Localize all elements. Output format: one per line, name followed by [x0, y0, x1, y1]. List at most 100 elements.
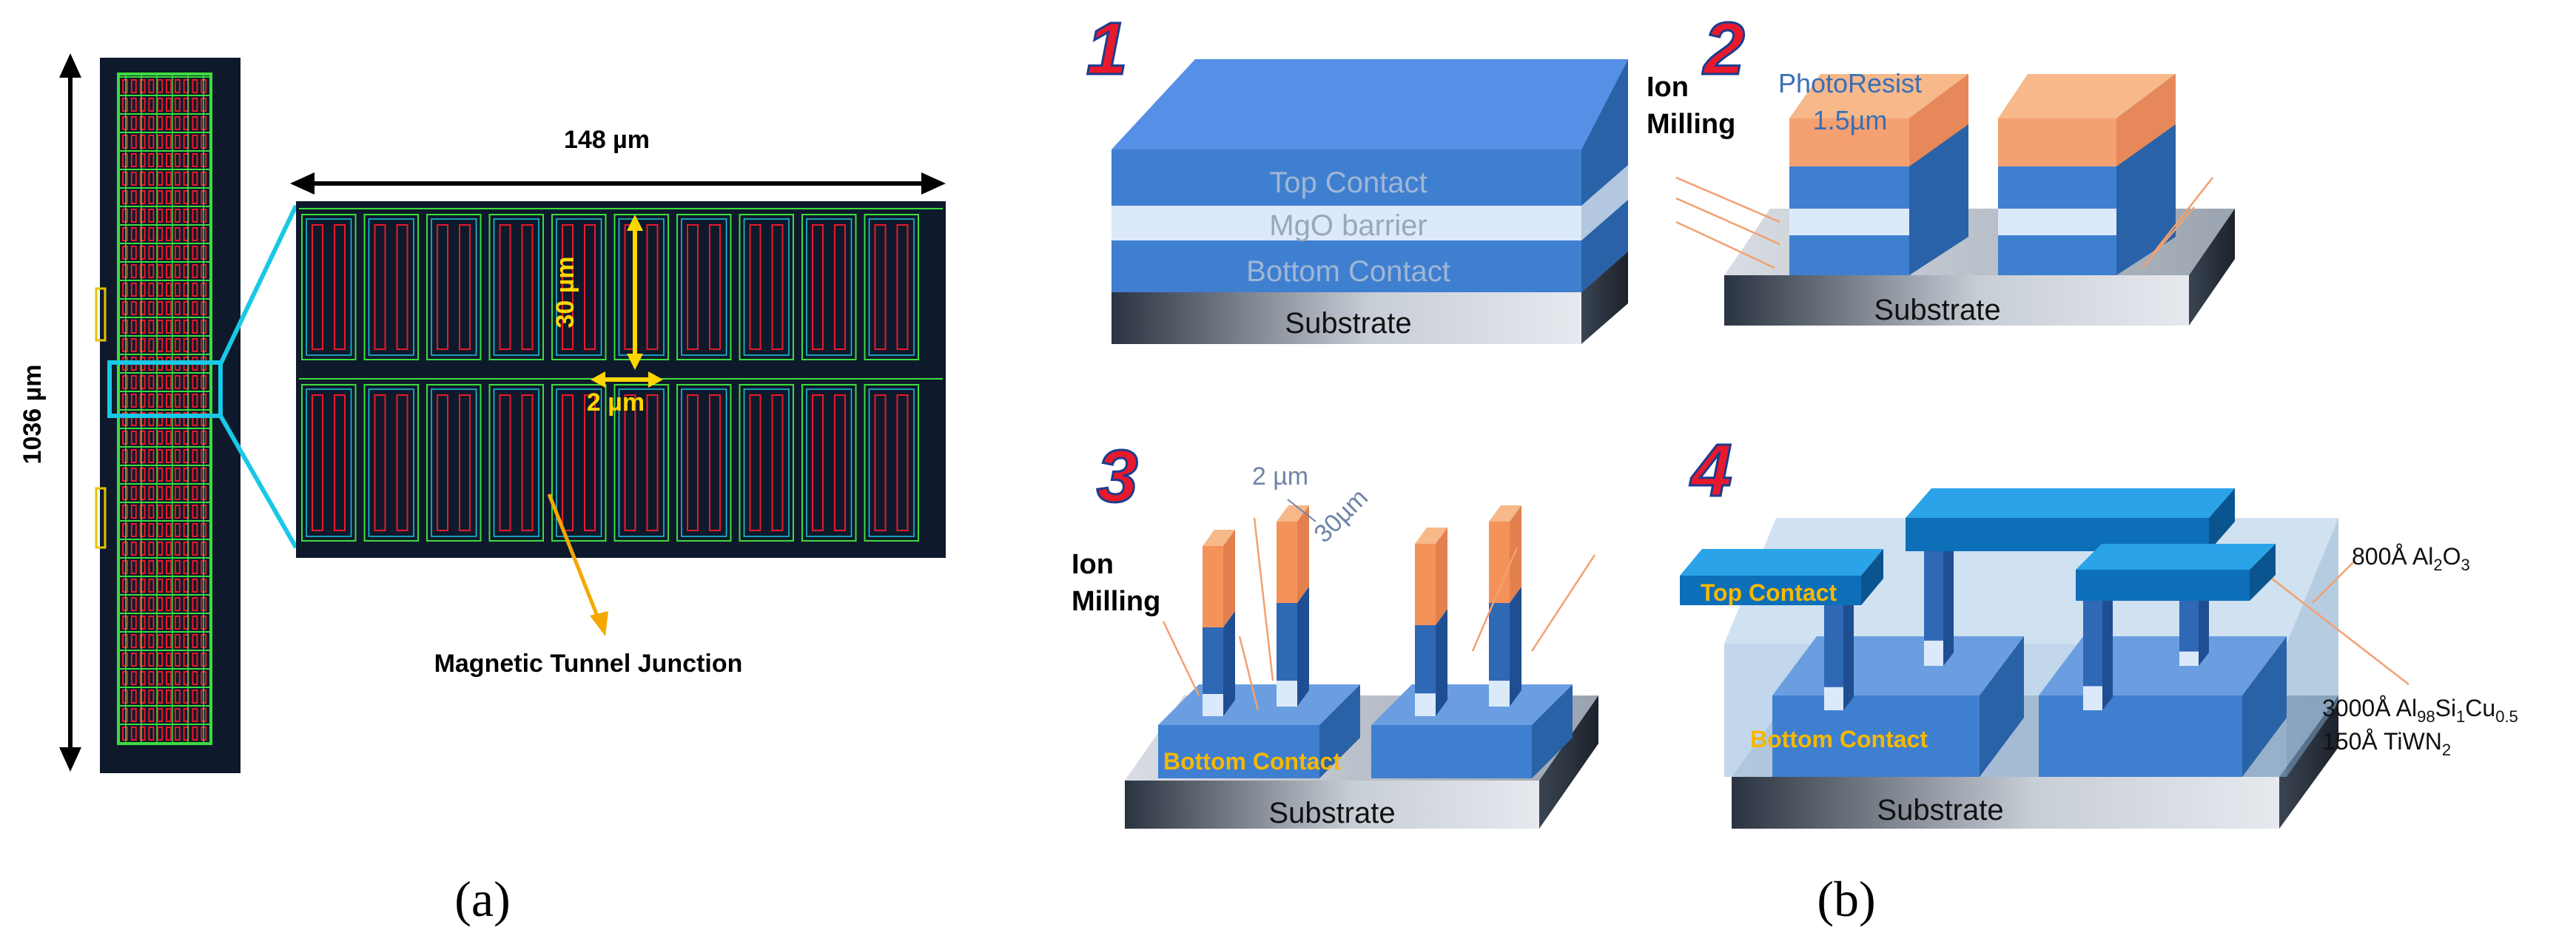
step-3-ion-rays [1162, 517, 1596, 711]
strip-junction [166, 227, 172, 241]
yellow-arrow-right-icon [648, 371, 663, 388]
step-3-pillar-resist [1415, 544, 1436, 625]
step-4-pillars [1824, 538, 2209, 710]
step-4-pillar-contact [1824, 605, 1843, 687]
strip-junction [192, 338, 198, 352]
step-1-top-contact-label: Top Contact [1269, 166, 1427, 199]
strip-junction [130, 616, 137, 630]
strip-junction [166, 727, 172, 741]
zoom-cell-outline [301, 214, 357, 360]
strip-junction [122, 542, 128, 556]
step-1: 1 Top Contact MgO barrier Bottom Contact… [1086, 7, 1628, 344]
step-3-substrate-label: Substrate [1268, 797, 1395, 829]
strip-junction [122, 431, 128, 445]
step-2-ion-label-line1: Ion [1647, 72, 1689, 103]
strip-junction [139, 320, 146, 334]
strip-junction [166, 283, 172, 297]
strip-junction [157, 190, 164, 204]
zoom-junction [334, 224, 346, 350]
zoom-junction [874, 224, 887, 350]
zoom-cell-outline [551, 384, 607, 542]
strip-junction [157, 708, 164, 722]
zoomed-junction-grid [299, 208, 943, 542]
zoom-junction [687, 394, 699, 531]
strip-junction [166, 135, 172, 149]
strip-junction [192, 542, 198, 556]
strip-junction [192, 523, 198, 537]
strip-junction [139, 394, 146, 408]
strip-junction [148, 283, 155, 297]
length-label: 30 µm [551, 256, 579, 328]
strip-junction [174, 209, 181, 223]
strip-junction [148, 209, 155, 223]
strip-junction [174, 227, 181, 241]
strip-junction [130, 283, 137, 297]
zoom-junction [334, 394, 346, 531]
strip-junction [122, 560, 128, 574]
strip-junction [174, 116, 181, 130]
strip-junction [166, 634, 172, 648]
strip-junction [130, 505, 137, 519]
strip-junction [130, 264, 137, 278]
strip-junction [122, 412, 128, 426]
strip-junction [122, 116, 128, 130]
strip-junction [122, 227, 128, 241]
strip-junction [166, 301, 172, 315]
zoomed-layout: 30 µm 2 µm [296, 201, 946, 558]
strip-junction [166, 486, 172, 500]
zoom-cell-outline [613, 214, 669, 360]
strip-junction [192, 172, 198, 186]
strip-junction [122, 579, 128, 593]
zoom-cell-outline [801, 214, 857, 360]
strip-junction [130, 394, 137, 408]
step-2-number: 2 [1702, 7, 1745, 90]
strip-junction [192, 264, 198, 278]
zoom-junction [562, 224, 574, 350]
strip-junction [174, 468, 181, 482]
zoom-cell-inner [868, 218, 915, 356]
strip-junction [157, 283, 164, 297]
step-4-pillar-contact [2083, 601, 2102, 687]
strip-junction [166, 412, 172, 426]
strip-junction [139, 338, 146, 352]
step-3-pillar-contact [1489, 603, 1510, 681]
strip-junction [174, 616, 181, 630]
step-2-substrate-label: Substrate [1874, 294, 2000, 326]
strip-junction [166, 172, 172, 186]
strip-junction [192, 505, 198, 519]
strip-junction [157, 634, 164, 648]
strip-junction [157, 597, 164, 611]
zoom-cell-inner [493, 218, 539, 356]
strip-junction [157, 375, 164, 389]
strip-junction [130, 172, 137, 186]
strip-junction [139, 283, 146, 297]
strip-junction [130, 209, 137, 223]
strip-junction [174, 727, 181, 741]
strip-junction [148, 246, 155, 260]
strip-junction [130, 338, 137, 352]
strip-junction [192, 116, 198, 130]
strip-junction [157, 412, 164, 426]
step-3-pillar-top [1489, 505, 1521, 522]
strip-junction [148, 172, 155, 186]
strip-junction [192, 79, 198, 93]
strip-junction [157, 431, 164, 445]
strip-junction [192, 449, 198, 463]
strip-junction [174, 394, 181, 408]
strip-junction [148, 227, 155, 241]
strip-junction [166, 338, 172, 352]
strip-junction [192, 560, 198, 574]
strip-junction [157, 523, 164, 537]
strip-junction [148, 79, 155, 93]
strip-junction [174, 486, 181, 500]
strip-junction [130, 98, 137, 112]
strip-junction [148, 301, 155, 315]
strip-junction [157, 616, 164, 630]
strip-junction [148, 412, 155, 426]
strip-junction [122, 394, 128, 408]
zoom-cell-inner [556, 388, 602, 537]
step-4-substrate-label: Substrate [1877, 794, 2003, 826]
strip-junction [130, 320, 137, 334]
strip-junction [148, 338, 155, 352]
